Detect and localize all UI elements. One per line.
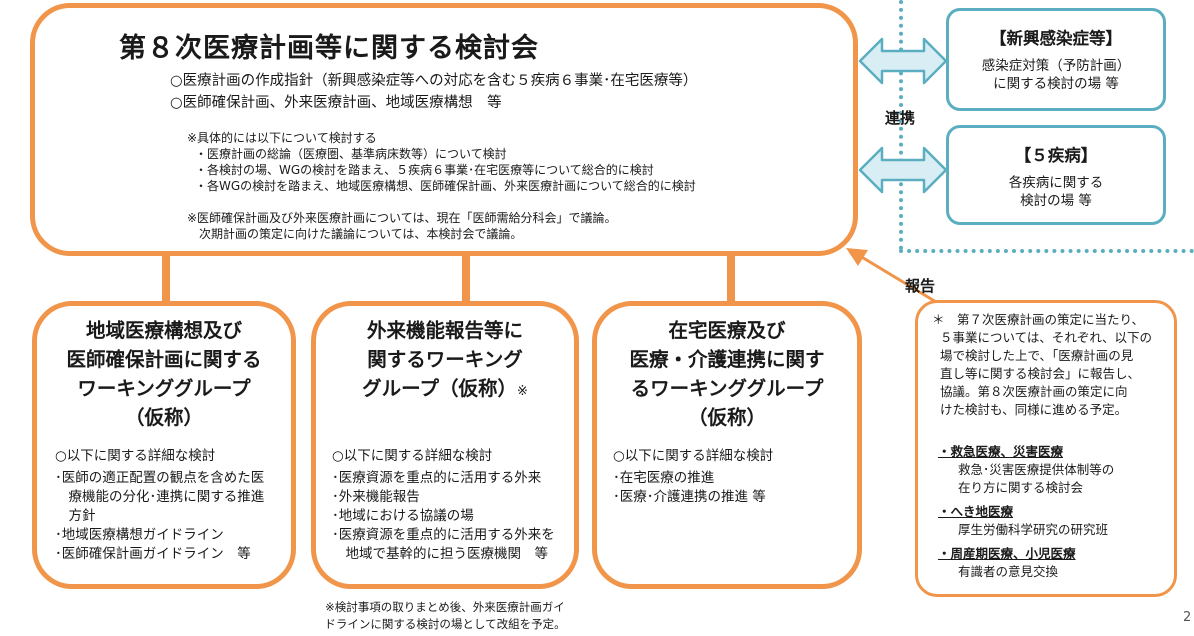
report-intro-line: 直し等に関する検討会」に報告し、 [940, 366, 1141, 381]
double-arrow-icon [858, 146, 948, 194]
wg-body-item: ･地域における協議の場 [332, 508, 474, 524]
detail-note-item: ・各検討の場、WGの検討を踏まえ、５疾病６事業･在宅医療等について総合的に検討 [195, 163, 654, 177]
main-title: 第８次医療計画等に関する検討会 [119, 33, 539, 64]
link-label: 連携 [885, 109, 916, 127]
detail-note: ※具体的には以下について検討する ・医療計画の総論（医療圏、基準病床数等）につい… [187, 130, 696, 194]
side-box-title: 【５疾病】 [1014, 146, 1098, 165]
wg-body: ○以下に関する詳細な検討 ･在宅医療の推進 ･医療･介護連携の推進 等 [613, 447, 773, 507]
wg-body: ○以下に関する詳細な検討 ･医師の適正配置の観点を含めた医 療機能の分化･連携に… [55, 447, 264, 564]
report-arrow-icon [846, 248, 947, 310]
side-box-body: 各疾病に関する 検討の場 等 [949, 174, 1163, 210]
wg-title-line: 在宅医療及び [668, 319, 786, 342]
detail-note-item: ・医療計画の総論（医療圏、基準病床数等）について検討 [195, 147, 507, 161]
working-group-box-homecare: 在宅医療及び 医療・介護連携に関す るワーキンググループ （仮称） ○以下に関す… [592, 301, 862, 589]
connector-line-1 [162, 250, 170, 308]
wg-body-item: 地域で基幹的に担う医療機関 等 [332, 546, 548, 562]
working-group-box-outpatient: 外来機能報告等に 関するワーキング グループ（仮称）※ ○以下に関する詳細な検討… [311, 301, 579, 589]
wg-body-item: ･外来機能報告 [332, 489, 420, 505]
wg-title: 在宅医療及び 医療・介護連携に関す るワーキンググループ （仮称） [597, 316, 857, 432]
wg-body-item: ･医師の適正配置の観点を含めた医 [55, 470, 265, 486]
footnote: ※検討事項の取りまとめ後、外来医療計画ガイ ドラインに関する検討の場として改組を… [312, 599, 578, 633]
wg-title-line: 関するワーキング [367, 348, 523, 371]
side-box-body-line: 各疾病に関する [1008, 175, 1104, 191]
report-entry-head: ・周産期医療、小児医療 [938, 546, 1076, 561]
wg-body-head: ○以下に関する詳細な検討 [332, 448, 493, 464]
wg-title: 外来機能報告等に 関するワーキング グループ（仮称）※ [316, 316, 574, 406]
wg-body-head: ○以下に関する詳細な検討 [613, 448, 774, 464]
side-box-body: 感染症対策（予防計画） に関する検討の場 等 [949, 57, 1163, 93]
report-entry-body: 厚生労働科学研究の研究班 [958, 522, 1109, 537]
wg-title: 地域医療構想及び 医師確保計画に関する ワーキンググループ （仮称） [37, 316, 291, 432]
detail-note-item: ・各WGの検討を踏まえ、地域医療構想、医師確保計画、外来医療計画について総合的に… [195, 179, 696, 193]
report-intro-line: ＊ 第７次医療計画の策定に当たり、 [932, 312, 1145, 327]
report-intro-line: 場で検討した上で、「医療計画の見 [940, 348, 1134, 363]
report-intro-line: ５事業については、それぞれ、以下の [940, 330, 1153, 345]
double-arrow-icon [858, 37, 948, 85]
wg-title-line: （仮称） [124, 406, 203, 429]
connector-line-3 [727, 250, 735, 308]
footnote-line: ドラインに関する検討の場として改組を予定。 [324, 617, 566, 631]
main-committee-box: 第８次医療計画等に関する検討会 ○医療計画の作成指針（新興感染症等への対応を含む… [30, 3, 858, 256]
working-group-box-regional: 地域医療構想及び 医師確保計画に関する ワーキンググループ （仮称） ○以下に関… [32, 301, 296, 589]
footnote-line: ※検討事項の取りまとめ後、外来医療計画ガイ [325, 600, 565, 614]
page-number: 2 [1183, 610, 1192, 625]
wg-body-head: ○以下に関する詳細な検討 [55, 448, 216, 464]
wg-body-item: ･地域医療構想ガイドライン [55, 527, 224, 543]
connector-line-2 [462, 250, 470, 308]
wg-title-mark: ※ [516, 384, 528, 399]
wg-body-item: 方針 [55, 508, 96, 524]
supply-demand-note-line: ※医師確保計画及び外来医療計画については、現在「医師需給分科会」で議論。 [187, 211, 617, 225]
main-bullet: ○医療計画の作成指針（新興感染症等への対応を含む５疾病６事業･在宅医療等） [170, 73, 698, 89]
wg-title-line: 医師確保計画に関する [66, 348, 262, 371]
report-entry-body: 在り方に関する検討会 [958, 480, 1084, 495]
report-box: ＊ 第７次医療計画の策定に当たり、 ５事業については、それぞれ、以下の 場で検討… [915, 300, 1177, 597]
side-box-body-line: 検討の場 等 [1020, 193, 1092, 209]
detail-note-head: ※具体的には以下について検討する [187, 131, 377, 145]
wg-body: ○以下に関する詳細な検討 ･医療資源を重点的に活用する外来 ･外来機能報告 ･地… [332, 447, 555, 564]
side-box-body-line: に関する検討の場 等 [993, 76, 1119, 92]
wg-title-line: るワーキンググループ [630, 377, 824, 400]
wg-body-item: ･医師確保計画ガイドライン 等 [55, 546, 251, 562]
wg-title-line: （仮称） [687, 406, 766, 429]
supply-demand-note: ※医師確保計画及び外来医療計画については、現在「医師需給分科会」で議論。 次期計… [187, 210, 616, 242]
wg-title-line: 外来機能報告等に [366, 319, 523, 342]
wg-body-item: ･医療資源を重点的に活用する外来を [332, 527, 555, 543]
wg-body-item: 療機能の分化･連携に関する推進 [55, 489, 265, 505]
wg-body-item: ･医療資源を重点的に活用する外来 [332, 470, 542, 486]
side-box-infectious: 【新興感染症等】 感染症対策（予防計画） に関する検討の場 等 [946, 8, 1166, 111]
report-entry-body: 有識者の意見交換 [958, 564, 1059, 579]
dotted-separator-vertical [899, 0, 903, 250]
report-intro: ＊ 第７次医療計画の策定に当たり、 ５事業については、それぞれ、以下の 場で検討… [932, 311, 1152, 419]
side-box-body-line: 感染症対策（予防計画） [981, 58, 1131, 74]
report-intro-line: 協議。第８次医療計画の策定に向 [940, 384, 1128, 399]
wg-title-line: 医療・介護連携に関す [629, 348, 825, 371]
wg-body-item: ･在宅医療の推進 [613, 470, 715, 486]
wg-title-text: グループ（仮称） [362, 377, 517, 400]
wg-title-line: ワーキンググループ [77, 377, 251, 400]
dotted-separator-horizontal [899, 249, 1194, 253]
main-bullet: ○医師確保計画、外来医療計画、地域医療構想 等 [170, 95, 502, 111]
wg-body-item: ･医療･介護連携の推進 等 [613, 489, 766, 505]
side-box-title: 【新興感染症等】 [990, 29, 1122, 48]
report-entry-head: ・へき地医療 [938, 504, 1014, 519]
side-box-diseases: 【５疾病】 各疾病に関する 検討の場 等 [946, 125, 1166, 225]
report-intro-line: けた検討も、同様に進める予定。 [940, 402, 1128, 417]
report-entries: ・救急医療、災害医療 救急･災害医療提供体制等の 在り方に関する検討会 ・へき地… [938, 443, 1114, 581]
wg-title-line: 地域医療構想及び [85, 319, 242, 342]
supply-demand-note-line: 次期計画の策定に向けた議論については、本検討会で議論。 [187, 227, 523, 241]
report-entry-head: ・救急医療、災害医療 [938, 444, 1064, 459]
report-label: 報告 [905, 277, 936, 295]
wg-title-line: グループ（仮称）※ [316, 374, 574, 406]
main-bullets: ○医療計画の作成指針（新興感染症等への対応を含む５疾病６事業･在宅医療等） ○医… [170, 70, 697, 114]
report-entry-body: 救急･災害医療提供体制等の [958, 462, 1115, 477]
